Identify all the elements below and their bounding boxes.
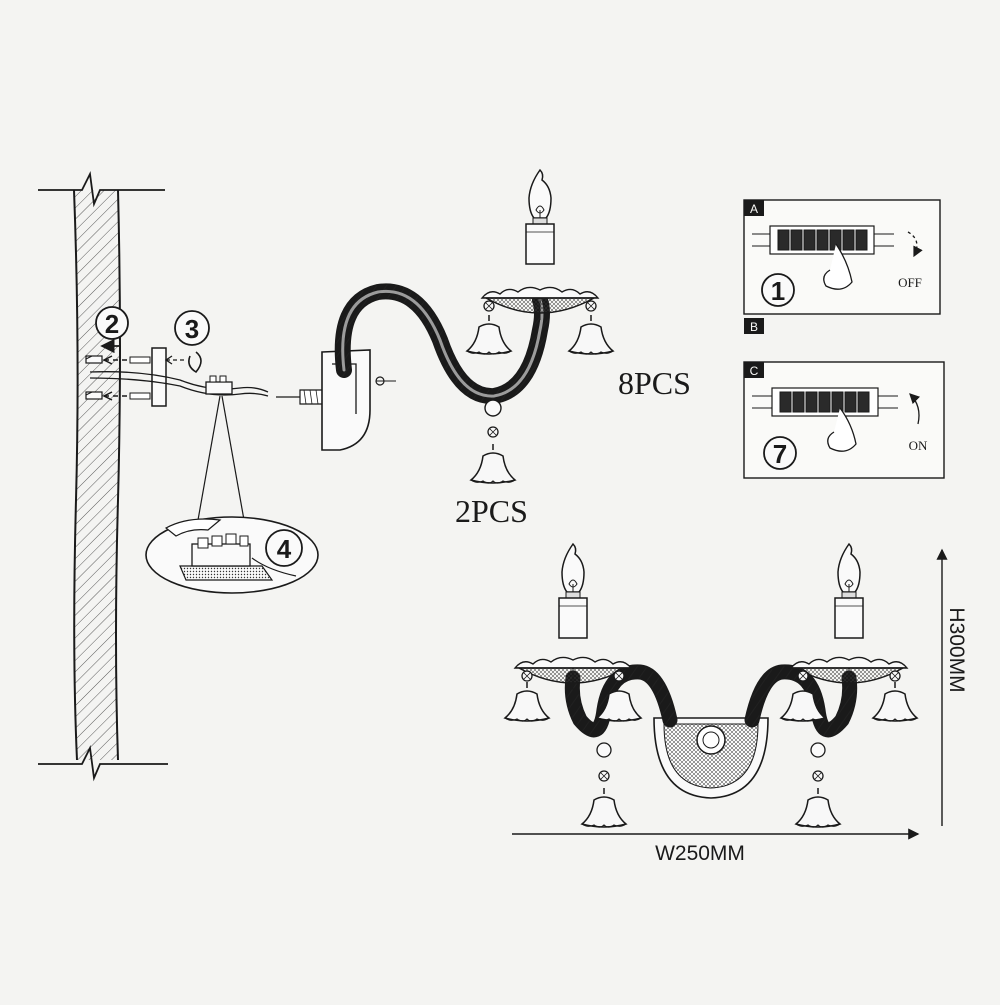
arm-bells-quantity-label: 2PCS xyxy=(455,493,528,529)
step-1-label: 1 xyxy=(771,276,785,306)
bells-quantity-label: 8PCS xyxy=(618,365,691,401)
panel-b-letter: B xyxy=(750,320,758,334)
height-dimension: H300MM xyxy=(936,548,968,826)
on-label: ON xyxy=(909,438,928,453)
off-label: OFF xyxy=(898,275,922,290)
step-3-label: 3 xyxy=(185,314,199,344)
step-badge-3: 3 xyxy=(174,310,210,346)
panel-b-marker: B xyxy=(744,318,764,334)
width-label: W250MM xyxy=(655,842,745,865)
width-dimension: W250MM xyxy=(512,828,920,865)
breaker-panel-on: C 7 ON xyxy=(743,361,945,479)
step-badge-4: 4 xyxy=(265,529,303,567)
panel-a-letter: A xyxy=(750,202,758,216)
step-2-label: 2 xyxy=(105,309,119,339)
panel-c-letter: C xyxy=(750,364,759,378)
two-arm-fixture xyxy=(504,543,918,828)
breaker-panel-off: A 1 OFF xyxy=(743,199,941,315)
single-arm-assembly xyxy=(276,169,614,484)
step-badge-2: 2 xyxy=(95,306,129,354)
step-7-label: 7 xyxy=(773,439,787,469)
wall-section xyxy=(38,170,168,782)
mounting-detail xyxy=(85,347,269,521)
step-4-label: 4 xyxy=(277,534,292,564)
height-label: H300MM xyxy=(945,607,968,692)
